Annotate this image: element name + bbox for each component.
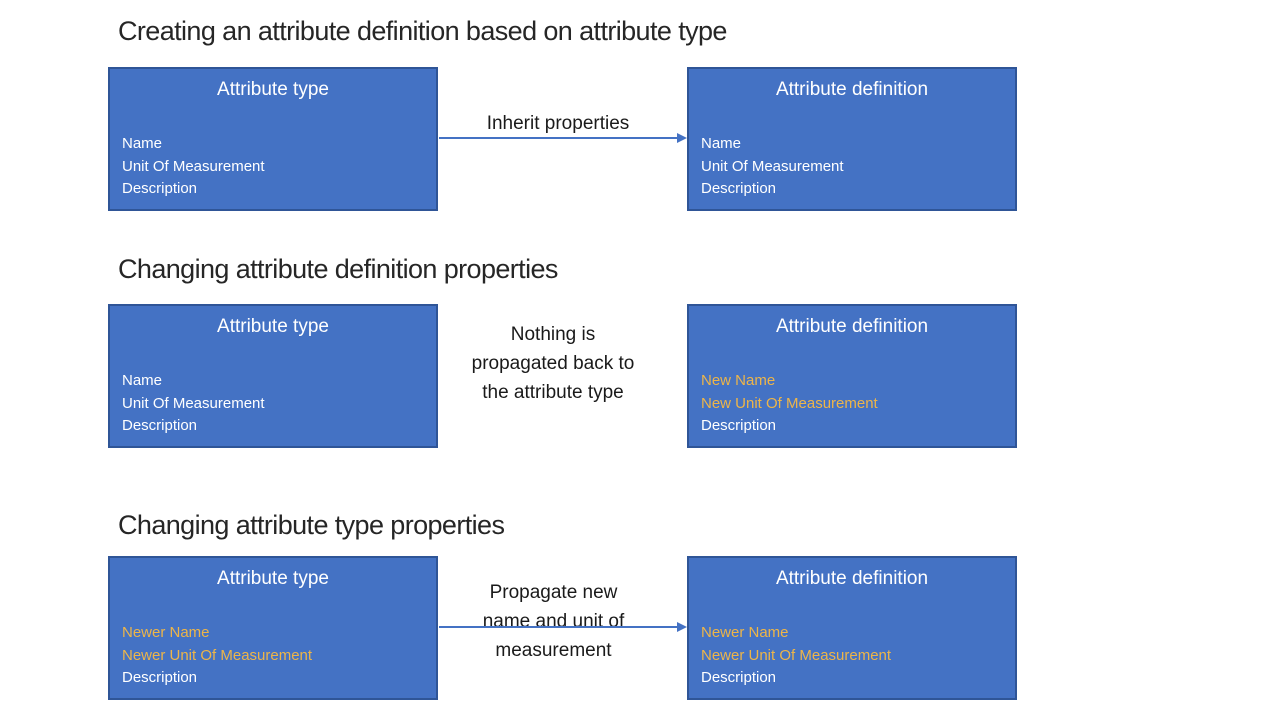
connector-arrow-line [439, 626, 679, 628]
box-item: New Unit Of Measurement [701, 394, 878, 412]
box-item: New Name [701, 372, 776, 389]
box-item: Unit Of Measurement [122, 157, 265, 175]
box-title: Attribute definition [775, 79, 929, 100]
section-heading-changing-type: Changing attribute type properties [118, 510, 505, 540]
connector-label-propagate: Propagate new name and unit of measureme… [482, 582, 625, 661]
box-items: New Name New Unit Of Measurement Descrip… [701, 370, 1007, 438]
box-item: Newer Unit Of Measurement [122, 646, 313, 664]
box-title: Attribute type [217, 568, 329, 589]
section-heading-changing-definition: Changing attribute definition properties [118, 254, 558, 284]
box-item: Name [122, 372, 163, 389]
connector-label-inherit: Inherit properties [486, 113, 630, 134]
attribute-definition-box-3: Attribute definition Newer Name Newer Un… [687, 556, 1017, 700]
box-item: Newer Name [701, 624, 789, 641]
box-item: Name [122, 135, 163, 152]
attribute-type-box-3: Attribute type Newer Name Newer Unit Of … [108, 556, 438, 700]
connector-arrow-line [439, 137, 679, 139]
box-items: Newer Name Newer Unit Of Measurement Des… [122, 622, 428, 690]
box-item: Name [701, 135, 742, 152]
box-item: Description [701, 417, 777, 434]
box-items: Newer Name Newer Unit Of Measurement Des… [701, 622, 1007, 690]
box-item: Description [701, 180, 777, 197]
box-items: Name Unit Of Measurement Description [122, 133, 428, 201]
arrowhead-right-icon [677, 133, 687, 143]
box-title: Attribute type [217, 79, 329, 100]
attribute-type-box-2: Attribute type Name Unit Of Measurement … [108, 304, 438, 448]
box-title: Attribute type [217, 316, 329, 337]
box-item: Newer Unit Of Measurement [701, 646, 892, 664]
box-item: Description [122, 669, 198, 686]
connector-label-nothing-propagated: Nothing is propagated back to the attrib… [471, 324, 635, 403]
box-title: Attribute definition [775, 316, 929, 337]
box-item: Unit Of Measurement [701, 157, 844, 175]
attribute-definition-box-1: Attribute definition Name Unit Of Measur… [687, 67, 1017, 211]
box-item: Description [701, 669, 777, 686]
box-items: Name Unit Of Measurement Description [701, 133, 1007, 201]
attribute-type-box-1: Attribute type Name Unit Of Measurement … [108, 67, 438, 211]
box-item: Newer Name [122, 624, 210, 641]
box-items: Name Unit Of Measurement Description [122, 370, 428, 438]
box-title: Attribute definition [775, 568, 929, 589]
box-item: Description [122, 180, 198, 197]
arrowhead-right-icon [677, 622, 687, 632]
attribute-definition-box-2: Attribute definition New Name New Unit O… [687, 304, 1017, 448]
box-item: Unit Of Measurement [122, 394, 265, 412]
box-item: Description [122, 417, 198, 434]
section-heading-creating: Creating an attribute definition based o… [118, 16, 727, 46]
